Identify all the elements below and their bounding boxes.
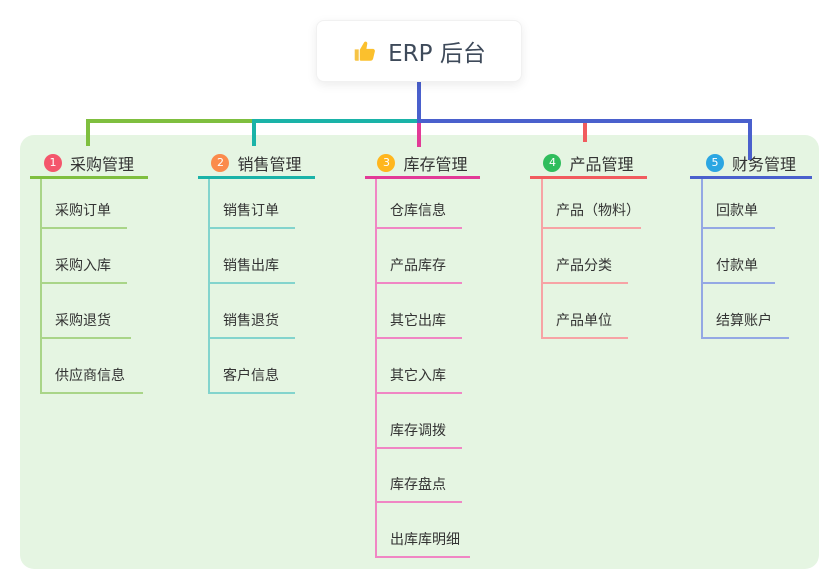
thumbs-up-icon	[352, 38, 378, 64]
branch-5-label: 财务管理	[731, 154, 796, 174]
node-payment-order[interactable]: 付款单	[701, 250, 775, 284]
branch-4-label: 产品管理	[569, 154, 634, 174]
branch-2-badge: 2	[211, 153, 230, 172]
branch-3-label: 库存管理	[403, 154, 468, 174]
branch-4-badge: 4	[543, 153, 562, 172]
node-purchase-inbound[interactable]: 采购入库	[40, 250, 127, 284]
branch-3-child-line	[375, 179, 377, 558]
branch-5-badge: 5	[705, 153, 724, 172]
node-sales-outbound[interactable]: 销售出库	[208, 250, 295, 284]
node-outbound-detail[interactable]: 出库库明细	[375, 524, 470, 558]
branch-1-child-line	[40, 179, 42, 394]
node-purchase-return[interactable]: 采购退货	[40, 305, 131, 339]
branch-2-header[interactable]: 2 销售管理	[198, 149, 315, 179]
bus-segment-teal	[252, 119, 421, 123]
branch-1-label: 采购管理	[69, 154, 134, 174]
branch-1-header[interactable]: 1 采购管理	[30, 149, 148, 179]
node-settlement-account[interactable]: 结算账户	[701, 305, 789, 339]
branch-1-badge: 1	[43, 153, 62, 172]
node-sales-order[interactable]: 销售订单	[208, 195, 295, 229]
branch-2-label: 销售管理	[237, 154, 302, 174]
branch-3-badge: 3	[377, 153, 396, 172]
node-stock-taking[interactable]: 库存盘点	[375, 469, 462, 503]
node-product-category[interactable]: 产品分类	[541, 250, 628, 284]
node-supplier-info[interactable]: 供应商信息	[40, 360, 143, 394]
branch-4-child-line	[541, 179, 543, 339]
bus-segment-blue	[417, 119, 752, 123]
node-customer-info[interactable]: 客户信息	[208, 360, 295, 394]
root-node-label: ERP 后台	[388, 41, 486, 67]
node-sales-return[interactable]: 销售退货	[208, 305, 295, 339]
node-other-inbound[interactable]: 其它入库	[375, 360, 462, 394]
node-warehouse-info[interactable]: 仓库信息	[375, 195, 462, 229]
bus-segment-green	[86, 119, 256, 123]
branch-2-child-line	[208, 179, 210, 394]
branch-4-header[interactable]: 4 产品管理	[530, 149, 647, 179]
node-receipt-order[interactable]: 回款单	[701, 195, 775, 229]
node-product-unit[interactable]: 产品单位	[541, 305, 628, 339]
root-drop-line	[417, 82, 421, 123]
root-node-erp[interactable]: ERP 后台	[316, 20, 522, 82]
branch-5-child-line	[701, 179, 703, 339]
branches-panel	[20, 135, 819, 569]
node-product-stock[interactable]: 产品库存	[375, 250, 462, 284]
node-purchase-order[interactable]: 采购订单	[40, 195, 127, 229]
node-other-outbound[interactable]: 其它出库	[375, 305, 462, 339]
node-product-material[interactable]: 产品（物料）	[541, 195, 641, 229]
node-stock-transfer[interactable]: 库存调拨	[375, 415, 462, 449]
branch-5-header[interactable]: 5 财务管理	[690, 149, 812, 179]
branch-3-header[interactable]: 3 库存管理	[365, 149, 480, 179]
